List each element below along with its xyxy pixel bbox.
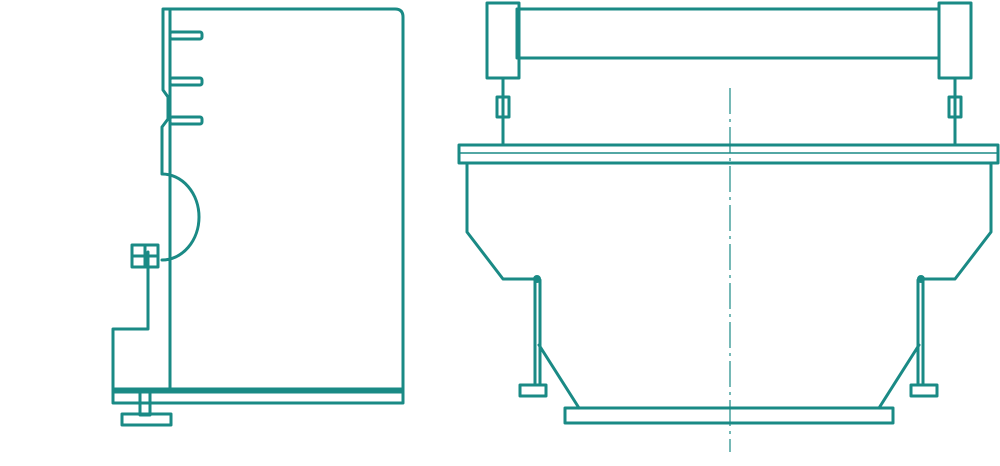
right-beam-support — [937, 1, 973, 80]
left-turnbuckle — [495, 95, 511, 119]
wall-brackets — [168, 30, 204, 126]
main-housing — [111, 7, 405, 394]
bracket-bottom — [168, 115, 204, 126]
right-leg-foot — [909, 383, 939, 398]
left-leg-foot — [518, 383, 548, 398]
side-clamp — [130, 243, 160, 269]
side-view — [111, 7, 405, 427]
right-turnbuckle — [947, 95, 963, 119]
top-cross-beam — [515, 7, 941, 60]
right-leg — [909, 275, 939, 398]
bracket-middle — [168, 76, 204, 87]
left-leg — [518, 275, 548, 398]
base-plate — [111, 387, 405, 405]
right-tie-rod — [947, 76, 963, 147]
left-beam-support — [485, 1, 521, 80]
bracket-top — [168, 30, 204, 41]
top-flange — [457, 143, 1000, 165]
outlet-plate — [563, 406, 895, 425]
hopper-body — [465, 161, 993, 410]
foot — [120, 389, 173, 427]
left-tie-rod — [495, 76, 511, 147]
front-view — [457, 1, 1000, 452]
foot-pad — [120, 412, 173, 427]
